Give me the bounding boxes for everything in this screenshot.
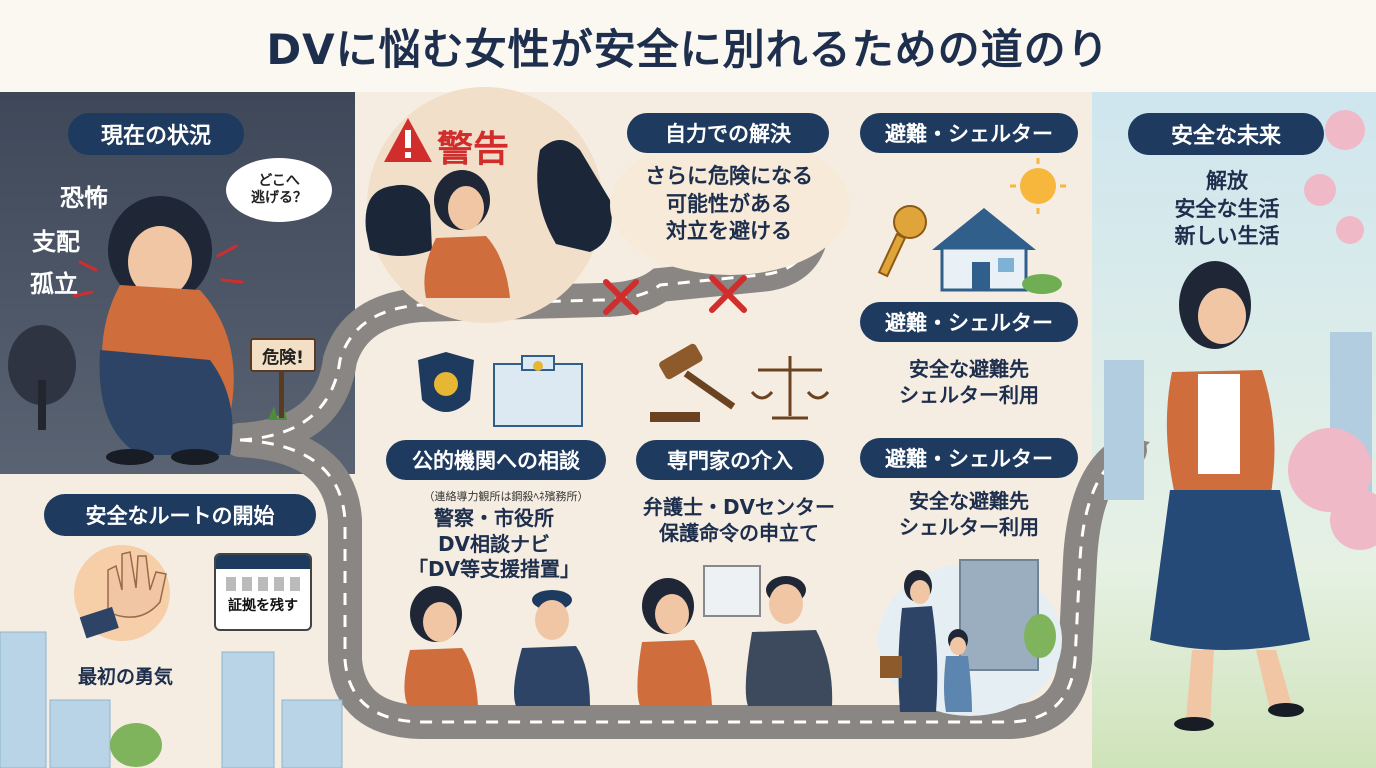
keyword-isolation: 孤立 (30, 270, 78, 298)
thought-line-2: 逃げる？ (251, 190, 307, 206)
evidence-calendar-icon: 証拠を残す (214, 553, 312, 631)
self-solve-line-1: さらに危険になる (645, 164, 813, 188)
thought-bubble: どこへ 逃げる？ (226, 158, 332, 222)
safe-route-start-label: 安全なルートの開始 (44, 494, 316, 536)
calendar-marks (226, 577, 300, 591)
expert-label: 専門家の介入 (636, 440, 824, 480)
lawyer-figure (745, 576, 833, 706)
future-line-3: 新しい生活 (1174, 224, 1280, 249)
x-mark-1 (603, 279, 639, 315)
current-situation-label: 現在の状況 (68, 113, 244, 155)
evidence-label: 証拠を残す (228, 598, 298, 614)
x-mark-2 (709, 275, 747, 313)
self-solve-label: 自力での解決 (627, 113, 829, 153)
key-icon (877, 205, 927, 278)
self-solve-text: さらに危険になる 可能性がある 対立を避ける (616, 163, 842, 246)
police-emblem-icon (418, 352, 474, 412)
public-line-2: DV相談ナビ (437, 531, 551, 556)
expert-text: 弁護士・DVセンター 保護命令の申立て (626, 494, 852, 547)
thought-line-1: どこへ (258, 172, 300, 189)
gavel-icon (650, 343, 736, 422)
future-label: 安全な未来 (1128, 113, 1324, 155)
shelter-bottom-line-1: 安全な避難先 (909, 489, 1029, 513)
courage-label: 最初の勇気 (78, 666, 174, 688)
mother-figure (880, 570, 938, 712)
shelter-building-icon (959, 559, 1039, 671)
page-title: DVに悩む女性が安全に別れるための道のり (266, 24, 1110, 74)
sign-post (279, 372, 284, 418)
road-surface-lower (223, 423, 1147, 739)
self-solve-cloud (610, 135, 850, 275)
legal-document-icon (703, 565, 761, 617)
public-agency-label: 公的機関への相談 (386, 440, 606, 480)
road-dash (239, 239, 812, 442)
justice-scale-icon (750, 356, 830, 420)
stress-lines-icon (72, 244, 244, 298)
public-line-3: 「DV等支援措置」 (407, 557, 581, 582)
tree-dark-icon (8, 325, 76, 430)
keyword-fear: 恐怖 (60, 184, 108, 212)
raised-hand-icon (79, 551, 167, 639)
shelter-bottom-line-2: シェルター利用 (899, 515, 1039, 540)
warning-label: 警告 (437, 129, 510, 170)
warning-triangle-icon (384, 118, 432, 162)
crying-woman-figure (99, 196, 234, 465)
tree-left-bottom-icon (110, 723, 162, 767)
shelter-mid-text: 安全な避難先 シェルター利用 (870, 356, 1068, 409)
grass-icon (268, 406, 287, 420)
woman-client-figure (637, 578, 712, 706)
future-line-1: 解放 (1206, 169, 1248, 193)
shadow-hand-left-icon (365, 184, 432, 256)
self-solve-line-3: 対立を避ける (666, 219, 792, 244)
shelter-mid-label: 避難・シェルター (860, 302, 1078, 342)
title-bar: DVに悩む女性が安全に別れるための道のり (0, 0, 1376, 92)
self-solve-line-2: 可能性がある (666, 191, 792, 216)
shelter-mid-line-2: シェルター利用 (899, 383, 1039, 408)
bush-icon (1022, 274, 1062, 294)
frightened-woman-figure (424, 170, 510, 298)
public-agency-text: 警察・市役所 DV相談ナビ 「DV等支援措置」 (396, 506, 592, 583)
future-text: 解放 安全な生活 新しい生活 (1140, 168, 1314, 251)
expert-line-2: 保護命令の申立て (659, 521, 819, 546)
shadow-hand-right-icon (537, 140, 612, 252)
woman-consulting-figure (404, 586, 478, 706)
police-officer-figure (514, 590, 590, 706)
danger-sign: 危険! (250, 338, 316, 372)
house-icon (932, 208, 1036, 292)
shelter-top-label: 避難・シェルター (860, 113, 1078, 153)
shelter-mid-line-1: 安全な避難先 (909, 357, 1029, 381)
shelter-bottom-label: 避難・シェルター (860, 438, 1078, 478)
city-hall-icon (493, 355, 583, 427)
tree-shelter-icon (1024, 614, 1056, 658)
shelter-bottom-text: 安全な避難先 シェルター利用 (870, 488, 1068, 541)
sun-icon (1010, 158, 1066, 214)
cherry-blossom-icon (1288, 110, 1376, 550)
city-buildings-left-icon (0, 631, 343, 768)
future-line-2: 安全な生活 (1174, 196, 1280, 221)
child-figure (944, 629, 972, 712)
happy-woman-figure (1150, 261, 1310, 731)
keyword-control: 支配 (32, 228, 80, 256)
public-agency-note: （連絡導力観所は鋼殺ﾍﾈ殯務所） (423, 490, 589, 503)
expert-line-1: 弁護士・DVセンター (642, 495, 836, 519)
public-line-1: 警察・市役所 (434, 506, 554, 530)
calendar-header (216, 555, 310, 569)
